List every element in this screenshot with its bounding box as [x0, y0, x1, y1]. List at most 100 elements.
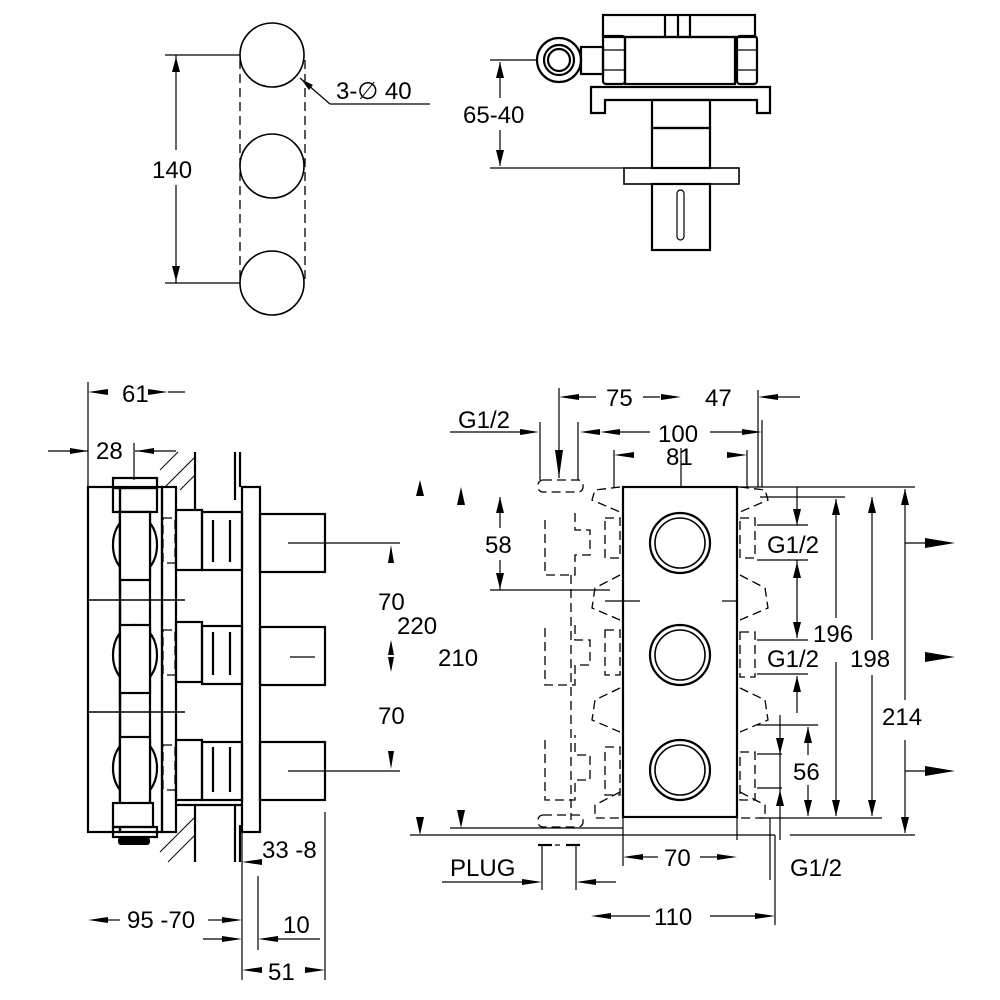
arrow-down-icon	[868, 800, 876, 816]
side-handle-2	[258, 625, 327, 687]
dim-label-210: 210	[438, 645, 478, 672]
arrow-right-icon	[727, 452, 747, 458]
bottom-connector	[111, 801, 155, 829]
arrow-down-icon	[901, 817, 909, 833]
arrow-right-icon	[222, 936, 242, 942]
label-outlet-2: G1/2	[767, 646, 819, 673]
arrow-up-icon	[832, 499, 840, 515]
port-inner-3	[654, 744, 706, 796]
arrow-right-icon	[661, 394, 681, 400]
arrow-left-icon	[242, 859, 262, 865]
arrow-up-icon	[776, 790, 784, 806]
arrow-left-icon	[242, 967, 262, 973]
label-outlet-1: G1/2	[767, 532, 819, 559]
arrow-left-icon	[591, 913, 611, 919]
dim-label-58: 58	[485, 532, 512, 559]
label-inlet-top: G1/2	[458, 407, 510, 434]
arrow-left-icon	[623, 854, 643, 860]
dim-label-75: 75	[606, 385, 633, 412]
side-cover-plate	[240, 485, 262, 834]
pipe-segment-2	[118, 623, 152, 695]
arrow-up-icon	[868, 497, 876, 513]
port-ring-3	[648, 738, 712, 802]
dim-label-198: 198	[850, 646, 890, 673]
cartridge-2	[162, 620, 244, 686]
arrow-right-icon	[222, 917, 242, 923]
arrow-up-icon	[457, 487, 465, 505]
dim-label-81: 81	[666, 444, 693, 471]
arrow-up-icon	[416, 480, 424, 496]
top-view: 65-40	[463, 13, 772, 252]
dim-label-214: 214	[882, 704, 922, 731]
spindle-collar	[650, 126, 712, 170]
arrow-left-icon	[559, 394, 579, 400]
spindle-upper	[650, 98, 712, 130]
arrow-right-icon	[520, 429, 539, 435]
arrow-down-icon	[776, 738, 784, 754]
arrow-down-icon	[555, 450, 563, 478]
arrow-left-icon	[576, 879, 596, 885]
dim-label-70-lower: 70	[378, 703, 405, 730]
bottom-plug	[118, 837, 150, 845]
arrow-right-icon	[717, 854, 737, 860]
dim-label-70-bottom: 70	[664, 845, 691, 872]
mounting-lugs-left	[591, 486, 621, 819]
dim-label-220: 220	[397, 613, 437, 640]
arrow-up-icon	[388, 640, 394, 655]
dim-label-65-40: 65-40	[463, 102, 524, 129]
arrow-left-icon	[88, 917, 108, 923]
arrow-left-icon	[758, 394, 778, 400]
spindle-lower	[650, 182, 712, 252]
cartridge-3	[162, 738, 244, 802]
mounting-plate	[589, 85, 772, 115]
spindle-slot	[676, 189, 685, 241]
arrow-down-icon	[832, 800, 840, 816]
dim-label-196: 196	[813, 621, 853, 648]
wall-hatch-bottom	[159, 805, 242, 863]
dim-label-100: 100	[658, 421, 698, 448]
arrow-diagonal-icon	[301, 79, 313, 90]
top-body-inner	[623, 35, 737, 86]
port-inner-1	[654, 517, 706, 569]
dim-label-95-70: 95 -70	[127, 907, 195, 934]
port-inner-2	[654, 629, 706, 681]
front-body-view: 75 47 G1/2 100 81 58	[410, 385, 955, 931]
dim-label-33-8: 33 -8	[262, 837, 317, 864]
arrow-left-icon	[148, 389, 168, 395]
handle-middle	[239, 133, 305, 199]
dim-label-140: 140	[152, 157, 192, 184]
arrow-right-icon	[925, 538, 955, 548]
cartridge-1	[162, 508, 244, 572]
dim-label-28: 28	[96, 438, 123, 465]
dim-label-110: 110	[654, 904, 692, 931]
right-nut	[735, 34, 759, 86]
dim-label-61: 61	[122, 381, 149, 408]
arrow-right-icon	[522, 879, 542, 885]
dim-label-47: 47	[705, 385, 732, 412]
arrow-up-icon	[793, 562, 801, 578]
arrow-down-icon	[172, 266, 180, 281]
handle-bottom	[239, 250, 305, 316]
arrow-up-icon	[496, 62, 504, 78]
cover-plate	[623, 167, 740, 185]
arrow-left-icon	[258, 936, 278, 942]
side-fitting-mid	[542, 43, 576, 77]
pipe-segment-3	[118, 735, 152, 807]
wall-hatch-top	[159, 451, 242, 510]
dim-label-diameter: 3-∅ 40	[336, 78, 412, 105]
arrow-right-icon	[925, 766, 955, 776]
side-fitting-inner	[546, 47, 572, 73]
arrow-down-icon	[457, 810, 465, 828]
left-nut	[601, 34, 627, 86]
arrow-right-icon	[88, 389, 108, 395]
body-faceplate	[621, 485, 739, 819]
arrow-right-icon	[755, 913, 775, 919]
arrow-right-icon	[925, 652, 955, 662]
label-plug: PLUG	[450, 855, 515, 882]
arrow-down-icon	[496, 573, 504, 589]
dim-label-56: 56	[793, 759, 820, 786]
pipe-segment-1	[118, 510, 152, 582]
arrow-left-icon	[580, 429, 600, 435]
handle-top	[239, 22, 305, 88]
